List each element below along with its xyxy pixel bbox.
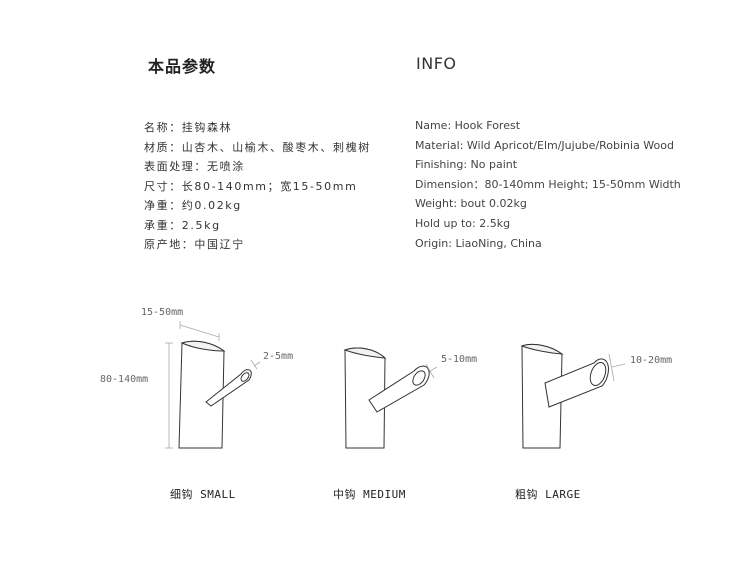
dim-height-label: 80-140mm	[100, 374, 148, 385]
section-title-cn: 本品参数	[148, 57, 217, 76]
hook-large-illustration	[520, 343, 609, 449]
dimension-lines	[165, 321, 626, 449]
spec-finishing-en: Finishing: No paint	[415, 158, 518, 172]
dim-peg-large-label: 10-20mm	[630, 355, 672, 366]
spec-list-en: Name: Hook Forest Material: Wild Apricot…	[415, 116, 681, 253]
hook-small-top	[180, 340, 226, 352]
hook-medium-peg-end	[412, 370, 426, 386]
hook-medium-top	[343, 347, 387, 359]
caption-small: 细钩 SMALL	[170, 488, 236, 501]
spec-material-en: Material: Wild Apricot/Elm/Jujube/Robini…	[415, 138, 674, 152]
spec-weight-en: Weight: bout 0.02kg	[415, 197, 527, 211]
spec-weight-cn: 净重：约0.02kg	[144, 199, 242, 212]
spec-list-cn: 名称：挂钩森林 材质：山杏木、山榆木、酸枣木、刺槐树 表面处理：无喷涂 尺寸：长…	[144, 118, 371, 255]
spec-name-cn: 名称：挂钩森林	[144, 121, 233, 134]
section-title-en: INFO	[416, 54, 457, 73]
dim-peg-small-label: 2-5mm	[263, 351, 293, 362]
hook-small-peg-end	[240, 372, 250, 382]
spec-dimension-cn: 尺寸：长80-140mm；宽15-50mm	[144, 179, 358, 193]
spec-name-en: Name: Hook Forest	[415, 119, 521, 132]
spec-load-en: Hold up to: 2.5kg	[415, 216, 511, 230]
dim-peg-medium-label: 5-10mm	[441, 354, 477, 365]
spec-finishing-cn: 表面处理：无喷涂	[144, 160, 245, 173]
hook-medium-illustration	[343, 347, 430, 449]
hook-small-illustration	[178, 340, 252, 449]
spec-origin-en: Origin: LiaoNing, China	[415, 236, 542, 250]
caption-medium: 中钩 MEDIUM	[333, 488, 406, 501]
spec-dimension-en: Dimension：80-140mm Height; 15-50mm Width	[415, 177, 681, 191]
hook-large-top	[520, 343, 564, 355]
spec-origin-cn: 原产地：中国辽宁	[144, 238, 245, 251]
caption-large: 粗钩 LARGE	[515, 488, 581, 501]
hook-small-peg	[205, 369, 252, 407]
hook-large-peg-end	[589, 361, 607, 387]
spec-material-cn: 材质：山杏木、山榆木、酸枣木、刺槐树	[144, 140, 371, 154]
spec-load-cn: 承重：2.5kg	[144, 218, 221, 232]
dim-width-label: 15-50mm	[141, 307, 183, 318]
